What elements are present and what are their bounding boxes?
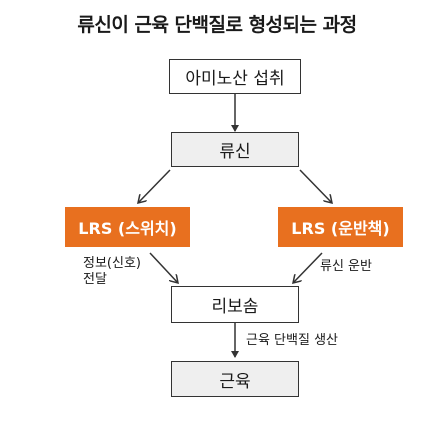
node-amino-acid-intake-label: 아미노산 섭취 xyxy=(185,69,285,89)
signal-transfer-label-line1: 정보(신호) xyxy=(83,256,141,271)
node-lrs-carrier-label: LRS (운반책) xyxy=(291,219,390,238)
node-leucine: 류신 xyxy=(171,132,299,167)
node-muscle: 근육 xyxy=(171,361,299,397)
node-lrs-switch: LRS (스위치) xyxy=(65,207,190,247)
protein-synthesis-label: 근육 단백질 생산 xyxy=(246,333,338,348)
node-muscle-label: 근육 xyxy=(219,371,251,392)
node-ribosome-label: 리보솜 xyxy=(211,297,259,317)
arrow-carrier-to-ribosome xyxy=(293,252,323,283)
signal-transfer-label-line2: 전달 xyxy=(83,272,107,287)
node-lrs-carrier: LRS (운반책) xyxy=(278,207,403,247)
diagram-title: 류신이 근육 단백질로 형성되는 과정 xyxy=(77,14,357,36)
arrow-leucine-to-carrier xyxy=(299,169,332,203)
node-leucine-label: 류신 xyxy=(219,142,251,162)
node-ribosome: 리보솜 xyxy=(171,286,299,323)
leucine-transport-label: 류신 운반 xyxy=(320,259,372,274)
arrow-leucine-to-switch xyxy=(138,169,171,203)
arrow-switch-to-ribosome xyxy=(149,252,178,283)
signal-transfer-label: 정보(신호) 전달 xyxy=(83,256,141,288)
node-amino-acid-intake: 아미노산 섭취 xyxy=(169,59,301,94)
node-lrs-switch-label: LRS (스위치) xyxy=(78,219,177,238)
